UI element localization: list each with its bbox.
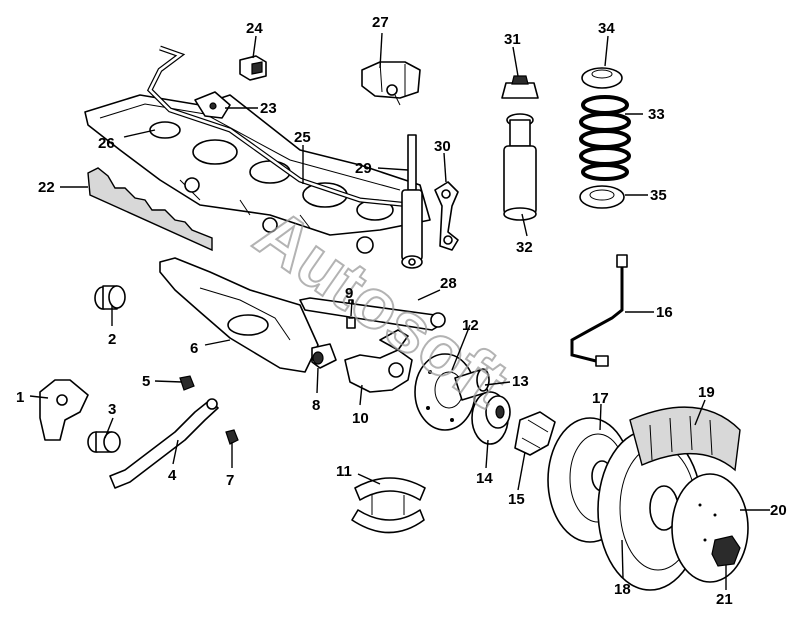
bush [94, 285, 126, 310]
coil-spring [579, 95, 631, 181]
heat-shield [87, 167, 213, 252]
dust-boot [503, 113, 537, 221]
brake-shoes [351, 477, 426, 534]
brake-caliper [514, 411, 556, 456]
callout-34: 34 [598, 20, 615, 37]
lock-nut [225, 429, 239, 445]
brake-pressure-valve [361, 61, 421, 106]
mounting-bush [87, 431, 121, 453]
upper-spring-seat [581, 67, 623, 89]
hubcap [671, 473, 749, 583]
callout-14: 14 [476, 470, 493, 487]
hub-nut [711, 535, 741, 567]
callout-30: 30 [434, 138, 451, 155]
callout-5: 5 [142, 373, 150, 390]
callout-25: 25 [294, 129, 311, 146]
callout-19: 19 [698, 384, 715, 401]
callout-1: 1 [16, 389, 24, 406]
callout-21: 21 [716, 591, 733, 608]
leader-lines [29, 32, 770, 590]
callout-6: 6 [190, 340, 198, 357]
callout-16: 16 [656, 304, 673, 321]
callout-35: 35 [650, 187, 667, 204]
shock-link [434, 181, 459, 251]
callout-32: 32 [516, 239, 533, 256]
brake-pipe [570, 254, 628, 367]
track-rod [109, 398, 219, 489]
callout-8: 8 [312, 397, 320, 414]
callout-10: 10 [352, 410, 369, 427]
callout-33: 33 [648, 106, 665, 123]
callout-29: 29 [355, 160, 372, 177]
lateral-link [299, 297, 446, 331]
callout-3: 3 [108, 401, 116, 418]
callout-20: 20 [770, 502, 787, 519]
trailing-arm [159, 257, 319, 373]
callout-17: 17 [592, 390, 609, 407]
backing-plate [414, 353, 476, 431]
arm-bush [311, 343, 337, 369]
callout-23: 23 [260, 100, 277, 117]
nut [179, 375, 195, 391]
callout-7: 7 [226, 472, 234, 489]
callout-2: 2 [108, 331, 116, 348]
callout-9: 9 [345, 285, 353, 302]
callout-22: 22 [38, 179, 55, 196]
anti-roll-bar [146, 45, 411, 208]
anti-roll-bar-bracket [194, 91, 231, 119]
callout-12: 12 [462, 317, 479, 334]
bump-stop-top [501, 75, 539, 99]
callout-27: 27 [372, 14, 389, 31]
callout-18: 18 [614, 581, 631, 598]
mounting-bracket [39, 379, 89, 441]
callout-26: 26 [98, 135, 115, 152]
wheel-hub [471, 391, 511, 445]
callout-31: 31 [504, 31, 521, 48]
hub-carrier [344, 329, 413, 393]
callout-28: 28 [440, 275, 457, 292]
callout-11: 11 [336, 463, 352, 480]
callouts: 1 2 3 4 5 6 7 8 9 10 11 12 13 14 15 16 1… [16, 14, 787, 608]
shock-absorber [401, 134, 423, 269]
tyre [629, 406, 741, 472]
lower-spring-seat [579, 185, 625, 209]
subframe [84, 94, 431, 254]
anti-roll-bar-bush [239, 55, 267, 81]
callout-24: 24 [246, 20, 263, 37]
callout-15: 15 [508, 491, 525, 508]
callout-13: 13 [512, 373, 529, 390]
callout-4: 4 [168, 467, 177, 484]
